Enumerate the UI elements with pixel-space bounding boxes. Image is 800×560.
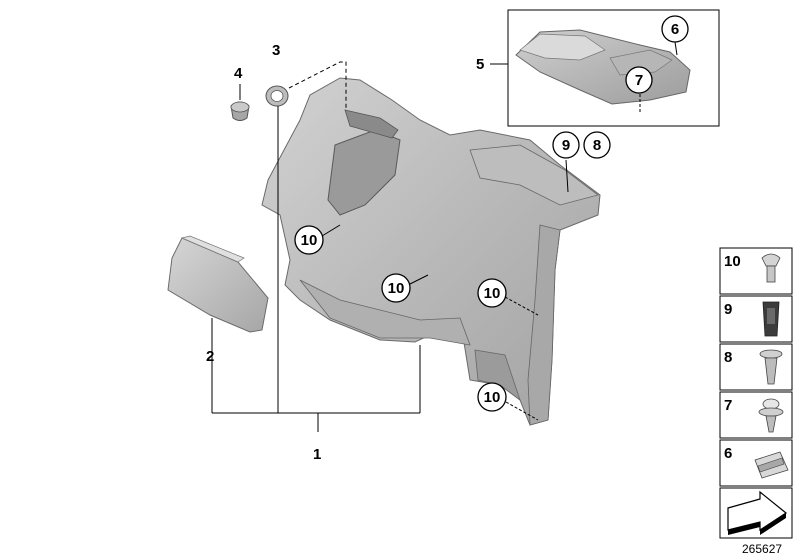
svg-text:6: 6: [724, 445, 732, 462]
svg-text:6: 6: [671, 21, 679, 38]
svg-text:9: 9: [562, 137, 570, 154]
svg-text:8: 8: [593, 137, 601, 154]
callout-10-a: 10: [294, 225, 324, 255]
svg-text:10: 10: [301, 232, 318, 249]
cover-panel: [167, 235, 269, 333]
svg-text:10: 10: [484, 389, 501, 406]
plug-cap: [230, 101, 250, 121]
push-rivet-icon: [761, 253, 781, 283]
svg-text:8: 8: [724, 349, 732, 366]
grommet-ring: [265, 85, 289, 107]
svg-text:10: 10: [484, 285, 501, 302]
clip-rivet-icon: [758, 398, 784, 433]
leader-lines: [211, 41, 678, 432]
svg-text:7: 7: [635, 72, 643, 89]
callout-7: 7: [625, 66, 653, 94]
expanding-nut-icon: [762, 301, 780, 337]
svg-text:10: 10: [388, 280, 405, 297]
legend-row-8: 8: [719, 343, 793, 391]
side-trim-panel: [261, 77, 601, 426]
callout-6: 6: [661, 15, 689, 43]
legend-row-10: 10: [719, 247, 793, 295]
callout-2: 2: [206, 348, 214, 365]
callout-3: 3: [272, 42, 280, 59]
legend: 10 9 8 7: [719, 247, 793, 539]
screw-with-washer-icon: [759, 349, 783, 385]
callout-10-c: 10: [477, 278, 507, 308]
svg-text:7: 7: [724, 397, 732, 414]
callout-10-b: 10: [381, 273, 411, 303]
callout-8: 8: [583, 131, 611, 159]
spring-clip-nut-icon: [754, 451, 789, 479]
callout-9: 9: [552, 131, 580, 159]
legend-row-arrow: [719, 487, 793, 539]
document-id: 265627: [742, 542, 782, 556]
svg-text:9: 9: [724, 301, 732, 318]
arrow-direction-icon: [727, 490, 788, 535]
legend-row-9: 9: [719, 295, 793, 343]
callout-10-d: 10: [477, 382, 507, 412]
svg-text:10: 10: [724, 253, 741, 270]
callout-1: 1: [313, 446, 321, 463]
callout-4: 4: [234, 65, 243, 82]
legend-row-7: 7: [719, 391, 793, 439]
legend-row-6: 6: [719, 439, 793, 487]
callout-5: 5: [476, 56, 484, 73]
